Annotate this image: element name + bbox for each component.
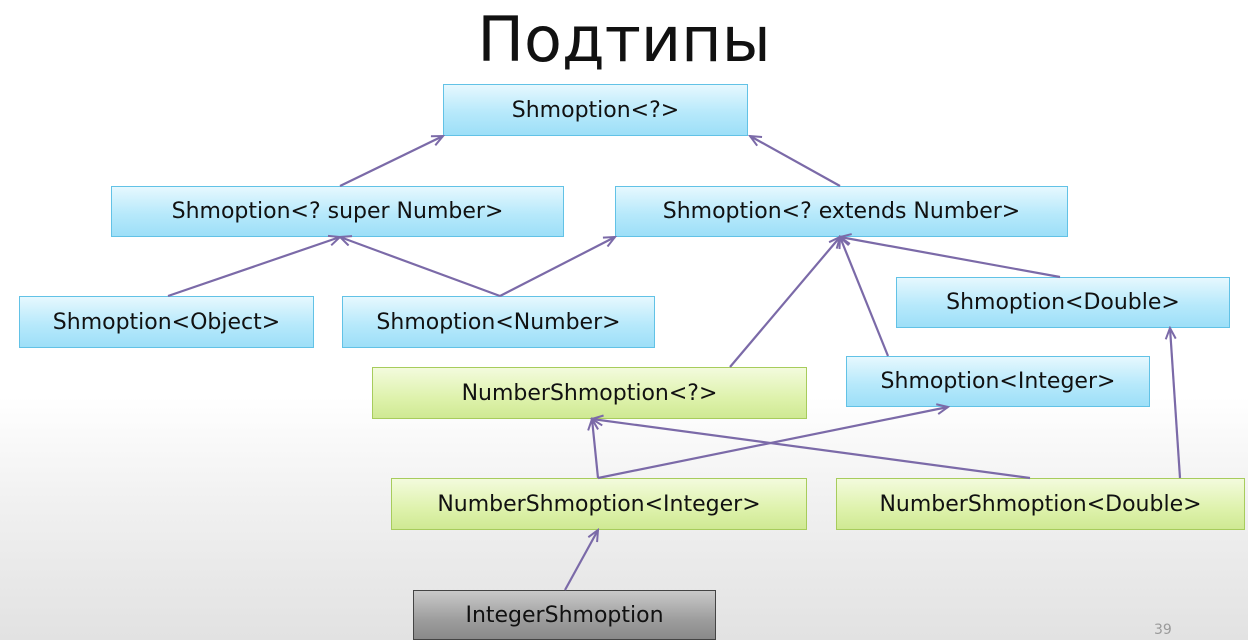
node-shmoption-integer: Shmoption<Integer> xyxy=(846,356,1150,407)
arrow-number-to-super-number xyxy=(340,237,501,298)
node-integer-shmoption: IntegerShmoption xyxy=(413,590,716,640)
arrow-number-to-extends-number xyxy=(499,237,615,297)
arrow-number-shmoption-double-to-number-shmoption-wildcard xyxy=(592,419,1031,480)
arrow-super-number-to-wildcard xyxy=(339,136,443,187)
slide-title: Подтипы xyxy=(477,3,771,76)
page-number: 39 xyxy=(1154,622,1172,638)
arrow-number-shmoption-double-to-double xyxy=(1170,328,1182,479)
arrow-object-to-super-number xyxy=(167,237,340,298)
node-number-shmoption-double: NumberShmoption<Double> xyxy=(836,478,1245,530)
arrow-integer-to-extends-number xyxy=(840,237,890,357)
arrow-integer-shmoption-to-number-shmoption-integer xyxy=(564,530,598,591)
arrow-number-shmoption-integer-to-number-shmoption-wildcard xyxy=(592,419,600,479)
node-shmoption-double: Shmoption<Double> xyxy=(896,277,1230,328)
node-shmoption-number: Shmoption<Number> xyxy=(342,296,655,348)
node-shmoption-extends-number: Shmoption<? extends Number> xyxy=(615,186,1068,237)
arrow-number-shmoption-wildcard-to-extends-number xyxy=(729,237,840,368)
node-shmoption-super-number: Shmoption<? super Number> xyxy=(111,186,564,237)
arrow-extends-number-to-wildcard xyxy=(750,136,841,187)
node-number-shmoption-integer: NumberShmoption<Integer> xyxy=(391,478,807,530)
node-shmoption-object: Shmoption<Object> xyxy=(19,296,314,348)
node-number-shmoption-wildcard: NumberShmoption<?> xyxy=(372,367,807,419)
arrow-double-to-extends-number xyxy=(840,237,1061,279)
node-shmoption-wildcard: Shmoption<?> xyxy=(443,84,748,136)
